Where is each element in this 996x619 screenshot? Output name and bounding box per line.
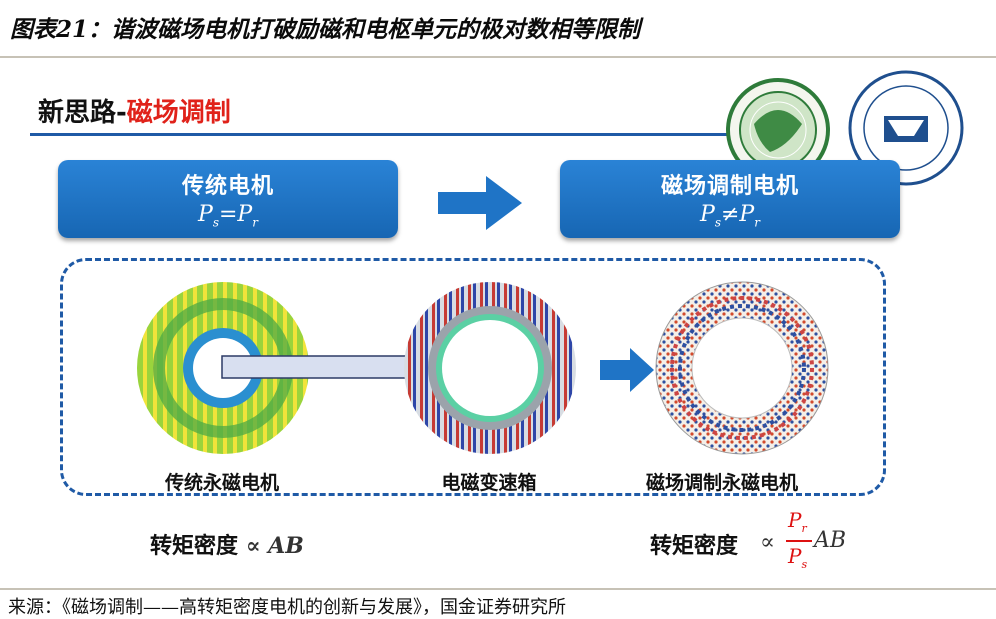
traditional-motor-box: 传统电机 Ps=Pr <box>58 160 398 238</box>
ratio-numerator: Pr <box>788 508 807 535</box>
machine-diagrams <box>137 281 829 455</box>
torque-density-left: 转矩密度 ∝ AB <box>150 528 304 560</box>
field-modulation-motor-box: 磁场调制电机 Ps≠Pr <box>560 160 900 238</box>
right-arrow-icon <box>438 176 522 230</box>
logos <box>726 70 964 186</box>
slide-heading-red: 磁场调制 <box>126 98 231 128</box>
torque-density-label-left: 转矩密度 <box>150 534 239 559</box>
torque-density-right: 转矩密度 <box>650 528 738 560</box>
ratio-denominator: Ps <box>788 544 808 571</box>
caption-magnetic-gearbox: 电磁变速箱 <box>441 472 537 494</box>
torque-density-ab-right: AB <box>814 528 847 553</box>
torque-density-label-right: 转矩密度 <box>650 534 739 559</box>
figure-source: 来源：《磁场调制——高转矩密度电机的创新与发展》，国金证券研究所 <box>8 597 566 618</box>
heading-underline <box>30 133 730 136</box>
traditional-motor-formula: Ps=Pr <box>198 202 258 230</box>
traditional-motor-title: 传统电机 <box>181 174 274 199</box>
proportional-symbol-right: ∝ <box>760 530 775 555</box>
slide-heading: 新思路-磁场调制 <box>38 92 231 129</box>
field-modulation-pm-motor-drawing <box>655 281 829 455</box>
torque-density-expr-left: ∝ AB <box>245 533 304 559</box>
right-arrow-icon <box>600 348 654 392</box>
ratio-fraction-bar <box>786 540 812 542</box>
top-divider <box>0 56 996 58</box>
green-globe-logo-icon <box>726 78 830 182</box>
bottom-divider <box>0 588 996 590</box>
field-modulation-motor-title: 磁场调制电机 <box>660 174 799 199</box>
dashed-frame <box>60 258 886 496</box>
university-seal-icon <box>848 70 964 186</box>
figure-title: 图表21：谐波磁场电机打破励磁和电枢单元的极对数相等限制 <box>10 16 641 43</box>
slide-heading-black: 新思路- <box>38 98 127 128</box>
traditional-pm-motor-drawing <box>137 282 309 454</box>
caption-field-modulation-pm-motor: 磁场调制永磁电机 <box>645 472 798 494</box>
magnetic-gearbox-drawing <box>404 282 576 454</box>
caption-traditional-pm-motor: 传统永磁电机 <box>164 472 279 494</box>
field-modulation-motor-formula: Ps≠Pr <box>700 202 760 230</box>
